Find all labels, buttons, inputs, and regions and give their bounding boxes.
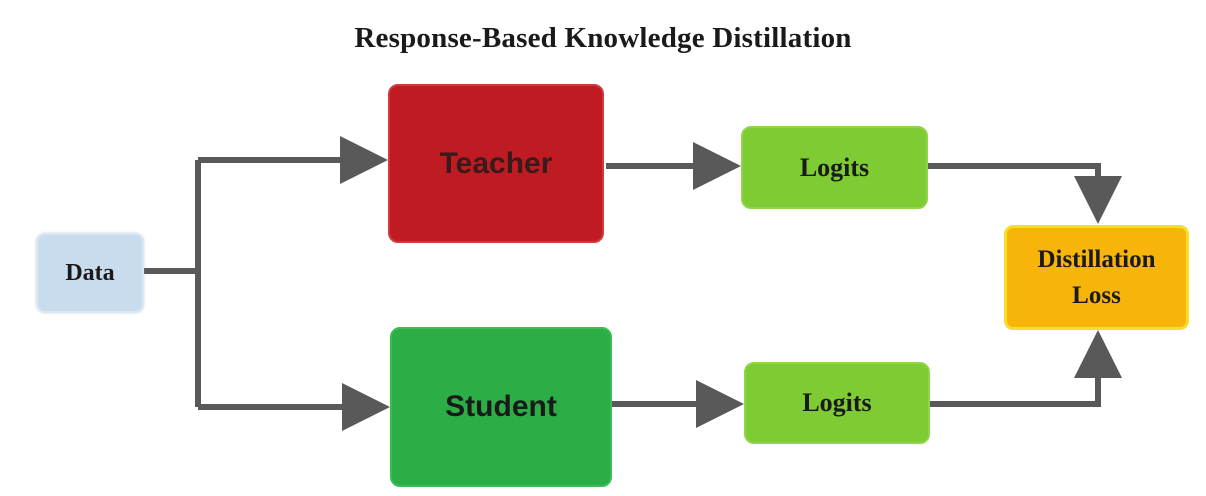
distillation-loss-label-line2: Loss	[1072, 281, 1121, 309]
teacher-logits-label: Logits	[799, 152, 870, 182]
teacher-node: Teacher	[388, 84, 604, 243]
student-node: Student	[390, 327, 612, 487]
distillation-loss-label-line1: Distillation	[1037, 245, 1156, 273]
arrow-logits-bottom-loss	[930, 330, 1122, 407]
student-logits-node: Logits	[744, 362, 930, 444]
diagram-title: Response-Based Knowledge Distillation	[354, 22, 852, 54]
teacher-logits-node: Logits	[741, 126, 928, 209]
arrow-logits-top-loss	[928, 163, 1122, 224]
data-node: Data	[36, 233, 144, 313]
distillation-loss-node: Distillation Loss	[1004, 225, 1189, 330]
data-node-label: Data	[65, 259, 115, 286]
student-logits-label: Logits	[802, 388, 872, 417]
teacher-node-label: Teacher	[439, 146, 553, 180]
student-node-label: Student	[445, 390, 557, 423]
